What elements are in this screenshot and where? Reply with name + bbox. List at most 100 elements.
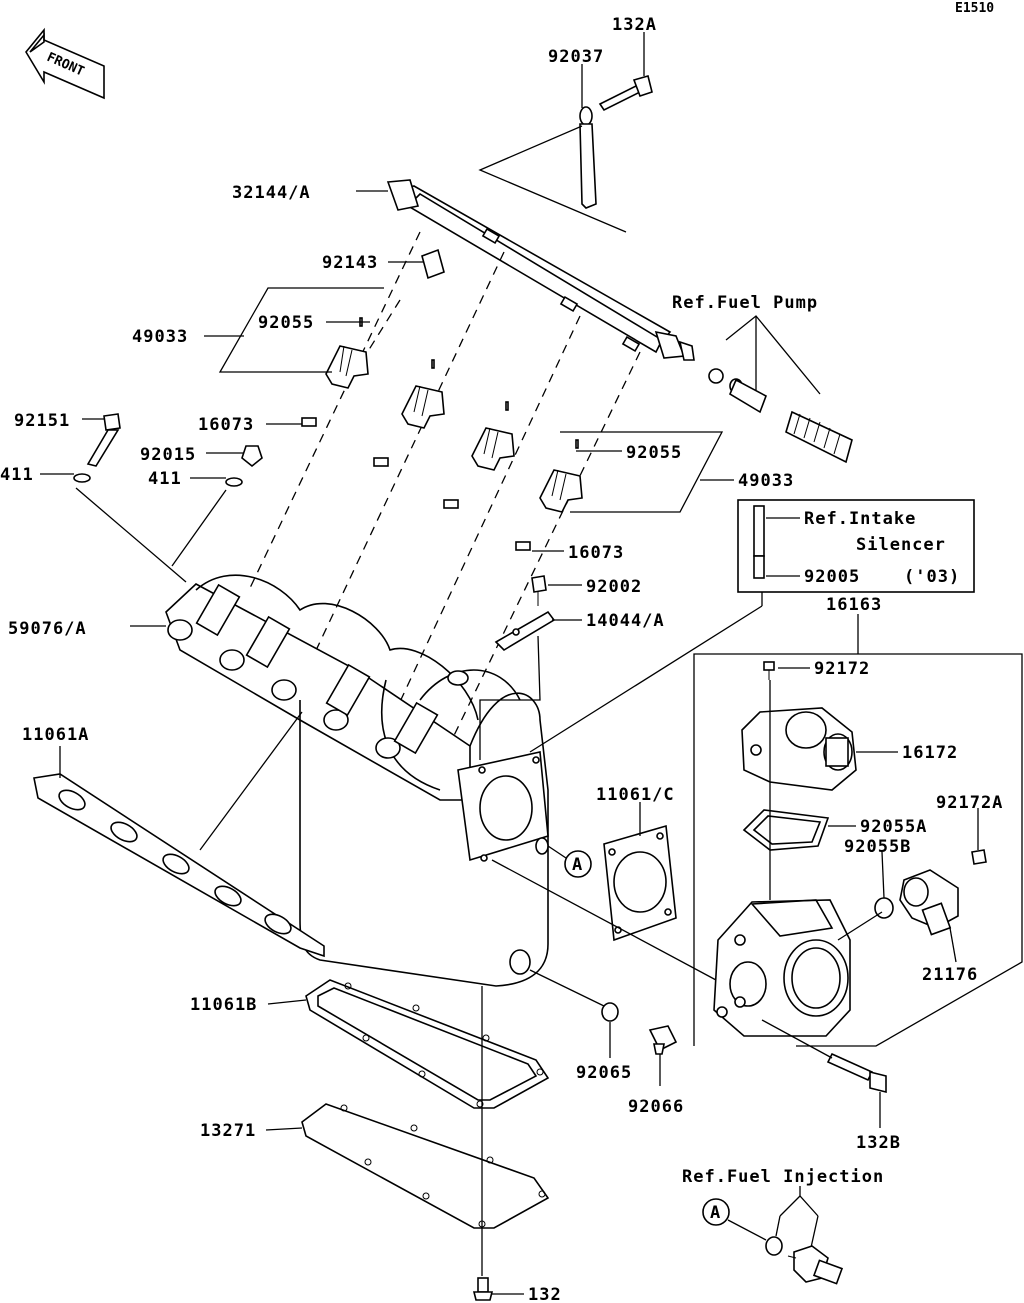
bracket-49033-left — [218, 287, 384, 373]
bracket-16163 — [693, 653, 1023, 1047]
label-11061b: 11061B — [190, 995, 257, 1015]
gasket-11061a — [33, 773, 325, 958]
dash-line — [445, 351, 641, 753]
label-92055a: 92055A — [860, 817, 927, 837]
gasket-92055a — [742, 809, 830, 851]
ref-fuel-injection: Ref.Fuel Injection — [682, 1167, 884, 1187]
label-16163: 16163 — [826, 595, 882, 615]
leader-92037-rail — [478, 125, 627, 233]
leader-line — [479, 635, 541, 760]
leader-21176 — [949, 927, 957, 963]
label-92172a: 92172A — [936, 793, 1003, 813]
bolt-92066 — [648, 1025, 678, 1055]
bolt-132a — [598, 75, 653, 112]
screw-92172 — [763, 661, 775, 680]
label-92172: 92172 — [814, 659, 870, 679]
label-92037: 92037 — [548, 47, 604, 67]
nut-92015 — [241, 445, 263, 468]
dash-line — [301, 251, 505, 681]
gasket-11061c — [603, 824, 677, 942]
leader-line — [491, 859, 717, 981]
label-92055-right: 92055 — [626, 443, 682, 463]
label-132b: 132B — [856, 1133, 901, 1153]
marker-a-2-label: A — [710, 1203, 721, 1223]
label-132a: 132A — [612, 15, 657, 35]
label-92055b: 92055B — [844, 837, 911, 857]
leader-line — [547, 845, 567, 859]
label-49033-left: 49033 — [132, 327, 188, 347]
label-132: 132 — [528, 1285, 562, 1303]
leader-line — [727, 1219, 767, 1241]
label-92065: 92065 — [576, 1063, 632, 1083]
leader-line — [529, 605, 763, 753]
seal-16073-set — [301, 417, 531, 551]
bolt-132b — [826, 1052, 887, 1094]
label-92002: 92002 — [586, 577, 642, 597]
label-11061c: 11061/C — [596, 785, 675, 805]
sensor-fuel-injection — [787, 1245, 844, 1285]
label-92066: 92066 — [628, 1097, 684, 1117]
spacer-92143 — [421, 248, 445, 280]
label-59076a: 59076/A — [8, 619, 87, 639]
ref-intake-line1: Ref.Intake — [804, 509, 916, 529]
diagram-code: E1510 — [955, 1, 994, 16]
dash-line — [249, 231, 421, 589]
label-92151: 92151 — [14, 411, 70, 431]
label-13271: 13271 — [200, 1121, 256, 1141]
leader-line — [761, 1019, 833, 1059]
gasket-11061b — [305, 979, 550, 1109]
cover-13271 — [301, 1103, 550, 1229]
label-92015: 92015 — [140, 445, 196, 465]
label-32144a: 32144/A — [232, 183, 311, 203]
label-92005: 92005 — [804, 567, 860, 587]
marker-a-2 — [702, 1198, 730, 1226]
leader-line — [529, 969, 605, 1007]
bolt-92002 — [531, 575, 547, 606]
fuel-rail-32144a — [386, 179, 695, 361]
intake-manifold-59076a — [165, 574, 549, 987]
washer-411-right — [225, 477, 243, 487]
leader-92055b — [881, 851, 885, 899]
sensor-16172 — [741, 707, 857, 791]
injector-49033-4 — [539, 439, 583, 513]
leader-line — [199, 711, 303, 851]
leader-line — [775, 1215, 781, 1237]
screw-92172a — [971, 849, 987, 865]
label-11061a: 11061A — [22, 725, 89, 745]
label-92055-left: 92055 — [258, 313, 314, 333]
fuel-pump-hose — [708, 368, 853, 464]
leader-line — [75, 487, 187, 583]
leader-11061b — [267, 999, 307, 1005]
ref-intake-year: ('03) — [904, 567, 960, 587]
injector-49033-1 — [325, 317, 369, 389]
leader-line — [171, 489, 227, 567]
leader-line — [837, 911, 883, 941]
label-16073-right: 16073 — [568, 543, 624, 563]
label-16172: 16172 — [902, 743, 958, 763]
throttle-body — [713, 899, 851, 1037]
label-92143: 92143 — [322, 253, 378, 273]
label-21176: 21176 — [922, 965, 978, 985]
screw-132 — [472, 1277, 494, 1301]
label-14044a: 14044/A — [586, 611, 665, 631]
washer-92065 — [601, 1002, 619, 1022]
leader-fuel-injection — [779, 1195, 819, 1217]
label-49033-right: 49033 — [738, 471, 794, 491]
label-411-left: 411 — [0, 465, 34, 485]
ref-fuel-pump: Ref.Fuel Pump — [672, 293, 818, 313]
bracket-49033-right — [560, 431, 724, 513]
sensor-21176 — [899, 869, 959, 936]
ref-intake-line2: Silencer — [856, 535, 946, 555]
injector-49033-2 — [401, 359, 445, 429]
label-411-right: 411 — [148, 469, 182, 489]
front-arrow-icon: FRONT — [25, 27, 105, 100]
washer-fuel-injection — [765, 1236, 783, 1256]
dash-line — [397, 315, 581, 707]
marker-a-1-label: A — [572, 855, 583, 875]
injector-49033-3 — [471, 401, 515, 471]
bolt-92151 — [86, 413, 121, 467]
bracket-92037 — [579, 106, 597, 209]
marker-a-1 — [564, 850, 592, 878]
